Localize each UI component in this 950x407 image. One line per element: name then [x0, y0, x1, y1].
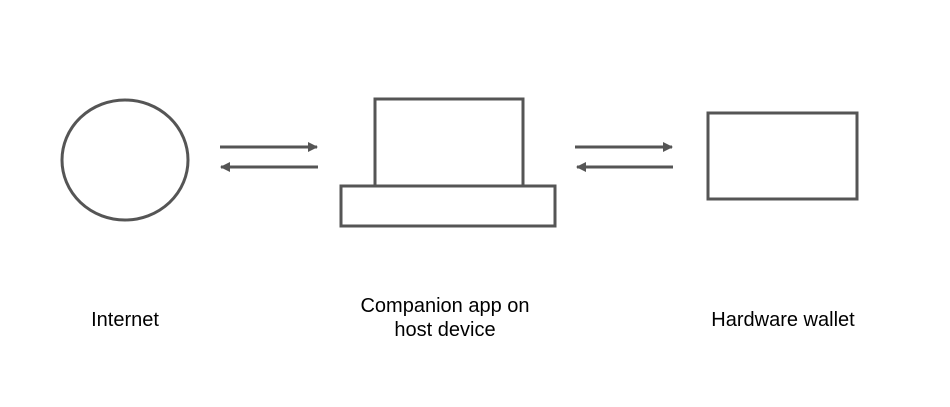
internet-label: Internet [45, 308, 205, 332]
hardware-wallet-label-text: Hardware wallet [711, 309, 855, 331]
internet-node [60, 98, 190, 222]
monitor-shape [373, 97, 525, 188]
base-shape [339, 184, 557, 228]
arrows-internet-companion [220, 142, 318, 172]
companion-app-label-line2: host device [394, 319, 496, 341]
companion-app-label-line1: Companion app on [360, 295, 530, 317]
internet-label-text: Internet [91, 309, 159, 331]
hardware-wallet-label: Hardware wallet [690, 308, 876, 332]
hardware-wallet-icon [706, 111, 859, 201]
companion-app-label: Companion app on host device [320, 294, 570, 342]
computer-icon [339, 97, 557, 228]
arrows-companion-wallet [575, 142, 673, 172]
globe-circle-icon [60, 98, 190, 222]
hardware-wallet-node [706, 111, 859, 201]
